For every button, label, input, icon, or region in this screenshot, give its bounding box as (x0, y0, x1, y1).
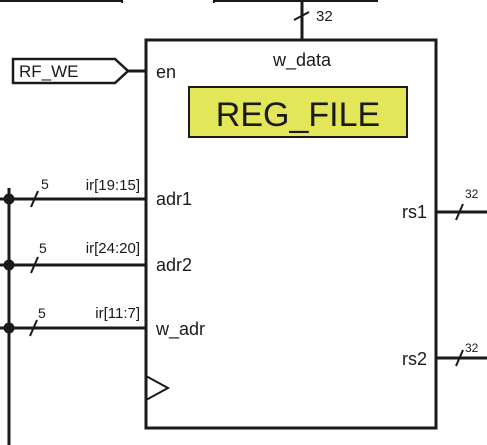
rs2-bus-slash (455, 349, 464, 367)
clock-input-triangle (145, 375, 171, 401)
rs1-bus-width: 32 (465, 187, 479, 201)
adr2-source-label: ir[24:20] (86, 240, 140, 257)
adr2-bus-slash (30, 256, 39, 274)
adr1-bus-slash (30, 190, 39, 208)
port-w-adr: w_adr (155, 319, 205, 340)
w-adr-bus-width: 5 (38, 305, 46, 321)
rs1-bus-slash (455, 203, 464, 221)
reg-file-title-box (188, 86, 408, 138)
rf-we-input-tag (11, 57, 130, 85)
rs2-bus-width: 32 (465, 341, 479, 355)
w-adr-bus-slash (29, 319, 38, 337)
reg-file-title: REG_FILE (216, 96, 380, 134)
port-adr1: adr1 (156, 189, 192, 209)
port-adr2: adr2 (156, 255, 192, 275)
port-en: en (156, 62, 176, 82)
port-rs1: rs1 (402, 202, 427, 222)
port-w-data: w_data (272, 50, 332, 71)
w-data-bus-slash (293, 11, 310, 21)
adr1-junction-dot (3, 193, 15, 205)
adr1-source-label: ir[19:15] (86, 177, 140, 194)
w-adr-source-label: ir[11:7] (95, 305, 140, 322)
port-rs2: rs2 (402, 349, 427, 369)
rf-we-label: RF_WE (19, 62, 79, 81)
w-data-bus-width: 32 (316, 8, 333, 25)
adr2-bus-width: 5 (39, 240, 47, 256)
w-adr-junction-dot (3, 322, 15, 334)
adr2-junction-dot (3, 259, 15, 271)
adr1-bus-width: 5 (41, 176, 49, 192)
